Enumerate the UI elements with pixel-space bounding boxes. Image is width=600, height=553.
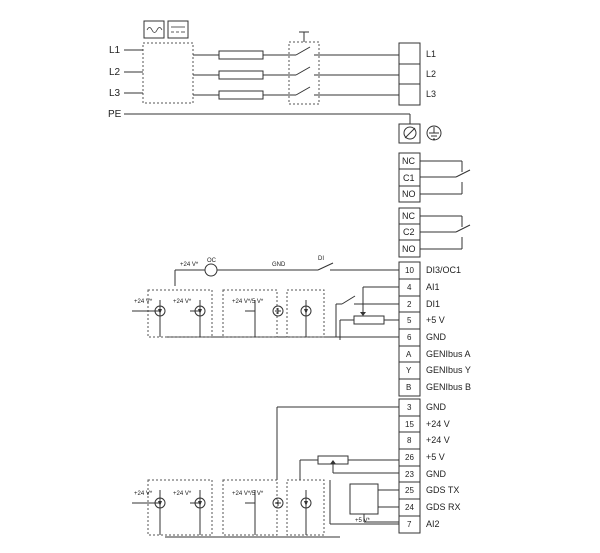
upper-terminal-label: GND — [426, 332, 447, 342]
relay-1: NC C1 NO — [398, 152, 471, 203]
lower-terminal-num: 25 — [405, 486, 414, 495]
relay-2-c: C2 — [403, 227, 415, 237]
upper-terminal-num: 10 — [405, 266, 414, 275]
upper-terminal-label: DI1 — [426, 299, 440, 309]
upper-terminal-label: AI1 — [426, 282, 440, 292]
lower-terminal-label: GND — [426, 402, 447, 412]
fuse-l2 — [218, 70, 264, 80]
lower-io-wiring — [165, 406, 399, 538]
relay-1-c: C1 — [403, 173, 415, 183]
lower-sensor-label: +24 V* — [134, 491, 153, 497]
upper-sensor-label: +24 V* — [173, 299, 192, 305]
upper-terminal-num: 5 — [407, 316, 412, 325]
lower-terminal-label: AI2 — [426, 519, 440, 529]
fuse-l3 — [218, 90, 264, 100]
lower-terminal-num: 24 — [405, 503, 414, 512]
upper-terminal-label: GENIbus Y — [426, 365, 471, 375]
earth-terminal — [398, 123, 421, 144]
mains-terminal-l3: L3 — [426, 89, 436, 99]
sensor-symbol-icon — [300, 497, 312, 509]
lower-terminal-label: +24 V — [426, 419, 450, 429]
sensor-symbol-icon — [154, 497, 166, 509]
upper-terminal-num: 4 — [407, 283, 412, 292]
lower-terminal-num: 7 — [407, 520, 412, 529]
lower-terminal-label: +5 V — [426, 452, 445, 462]
relay-2: NC C2 NO — [398, 207, 471, 258]
relay-2-no: NO — [402, 244, 416, 254]
lower-terminal-label: GDS RX — [426, 502, 461, 512]
upper-sensor-boxes — [132, 289, 325, 338]
lower-sensor-label: +24 V* — [173, 491, 192, 497]
upper-terminal-num: 6 — [407, 333, 412, 342]
mains-label-l3: L3 — [109, 88, 121, 99]
lower-sensor-label: +24 V*/5 V* — [232, 491, 264, 497]
sensor-symbol-icon — [154, 305, 166, 317]
lower-terminal-num: 8 — [407, 436, 412, 445]
upper-terminal-num: Y — [406, 366, 412, 375]
relay-1-no: NO — [402, 189, 416, 199]
gds-supply-label: +5 V* — [355, 518, 371, 524]
relay-1-nc: NC — [402, 156, 415, 166]
mains-label-l2: L2 — [109, 67, 121, 78]
phase-wires — [124, 49, 399, 96]
mains-terminal-block — [398, 42, 421, 106]
sensor-symbol-icon — [272, 305, 284, 317]
upper-terminal-labels: 10 DI3/OC1 4 AI1 2 DI1 5 +5 V 6 GND A GE… — [405, 265, 471, 392]
fuse-l1 — [218, 50, 264, 60]
mains-terminal-l1: L1 — [426, 49, 436, 59]
relay-2-nc: NC — [402, 211, 415, 221]
oc-lamp-icon — [204, 263, 218, 277]
upper-sensor-label: +24 V*/5 V* — [232, 299, 264, 305]
mains-label-l1: L1 — [109, 45, 121, 56]
upper-terminal-num: B — [406, 383, 411, 392]
upper-terminal-num: A — [406, 350, 412, 359]
upper-terminal-label: GENIbus B — [426, 382, 471, 392]
upper-terminal-block — [398, 261, 421, 397]
ac-symbol-icon — [143, 20, 165, 39]
lower-terminal-label: GND — [426, 469, 447, 479]
mains-terminal-l2: L2 — [426, 69, 436, 79]
upper-io-wiring — [165, 262, 399, 340]
ground-icon — [426, 125, 442, 141]
sensor-symbol-icon — [300, 305, 312, 317]
sensor-symbol-icon — [194, 497, 206, 509]
sensor-symbol-icon — [272, 497, 284, 509]
lower-terminal-labels: 3 GND 15 +24 V 8 +24 V 26 +5 V 23 GND 25… — [405, 402, 461, 529]
lower-terminal-num: 26 — [405, 453, 414, 462]
upper-terminal-num: 2 — [407, 300, 412, 309]
upper-terminal-label: +5 V — [426, 315, 445, 325]
oc-label: OC — [207, 258, 217, 264]
sensor-symbol-icon — [194, 305, 206, 317]
lower-terminal-label: GDS TX — [426, 485, 459, 495]
lower-terminal-num: 23 — [405, 470, 414, 479]
mains-section: L1 L2 L3 PE — [108, 20, 442, 144]
upper-sensor-label: +24 V* — [134, 299, 153, 305]
lower-terminal-num: 3 — [407, 403, 412, 412]
lower-terminal-label: +24 V — [426, 435, 450, 445]
gnd-label: GND — [272, 262, 286, 268]
oc-supply-label: +24 V* — [180, 262, 199, 268]
lower-terminal-block — [398, 398, 421, 534]
di-label: DI — [318, 256, 324, 262]
mains-filter-box — [142, 42, 194, 104]
mains-label-pe: PE — [108, 109, 122, 120]
dc-symbol-icon — [167, 20, 189, 39]
upper-terminal-label: DI3/OC1 — [426, 265, 461, 275]
lower-terminal-num: 15 — [405, 420, 414, 429]
main-switch — [288, 31, 320, 105]
upper-terminal-label: GENIbus A — [426, 349, 471, 359]
